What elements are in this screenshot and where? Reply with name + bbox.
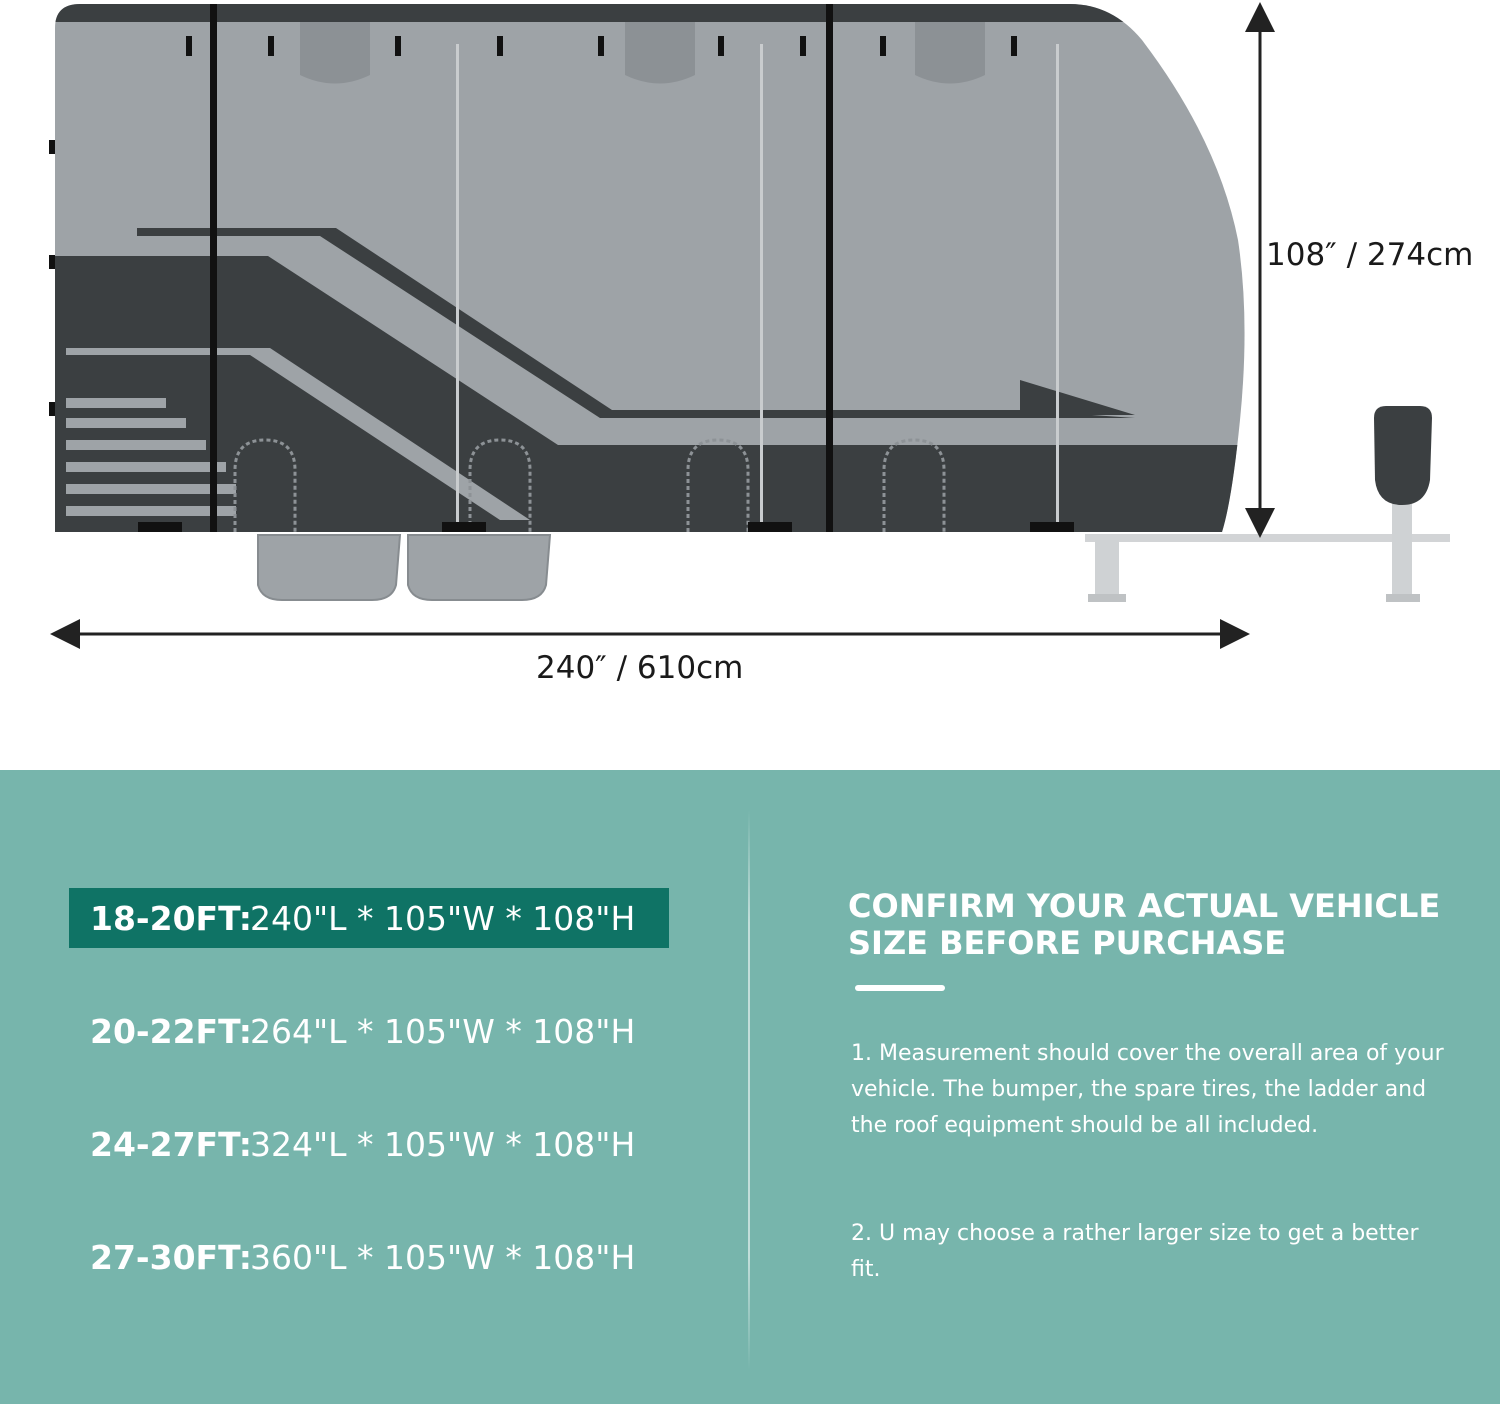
confirm-size-heading: CONFIRM YOUR ACTUAL VEHICLE SIZE BEFORE … — [848, 887, 1441, 962]
size-choice-note: 2. U may choose a rather larger size to … — [851, 1221, 1419, 1282]
height-dimension-label: 108″ / 274cm — [1266, 237, 1474, 273]
size-option-20-22ft[interactable]: 20-22FT: 264"L * 105"W * 108"H — [69, 1001, 669, 1061]
size-option-name: 20-22FT: — [90, 1011, 252, 1051]
trailer-body — [55, 4, 1245, 532]
size-info-panel: 18-20FT: 240"L * 105"W * 108"H 20-22FT: … — [0, 770, 1500, 1404]
rv-cover-drawing — [49, 1, 1450, 649]
tire-covers — [257, 534, 552, 601]
trailer-hitch — [1085, 406, 1450, 602]
size-option-dims: 264"L * 105"W * 108"H — [250, 1011, 636, 1051]
size-option-24-27ft[interactable]: 24-27FT: 324"L * 105"W * 108"H — [69, 1114, 669, 1174]
size-option-dims: 324"L * 105"W * 108"H — [250, 1124, 636, 1164]
size-option-27-30ft[interactable]: 27-30FT: 360"L * 105"W * 108"H — [69, 1227, 669, 1287]
size-option-name: 24-27FT: — [90, 1124, 252, 1164]
size-option-dims: 240"L * 105"W * 108"H — [250, 898, 636, 938]
measurement-note: 1. Measurement should cover the overall … — [851, 1041, 1444, 1138]
length-dimension-label: 240″ / 610cm — [536, 650, 744, 686]
size-option-name: 27-30FT: — [90, 1237, 252, 1277]
product-illustration: 108″ / 274cm 240″ / 610cm — [49, 1, 1474, 686]
heading-underline — [855, 985, 945, 991]
panel-divider — [748, 810, 750, 1370]
size-option-dims: 360"L * 105"W * 108"H — [250, 1237, 636, 1277]
size-option-18-20ft[interactable]: 18-20FT: 240"L * 105"W * 108"H — [69, 888, 669, 948]
size-option-name: 18-20FT: — [90, 898, 252, 938]
